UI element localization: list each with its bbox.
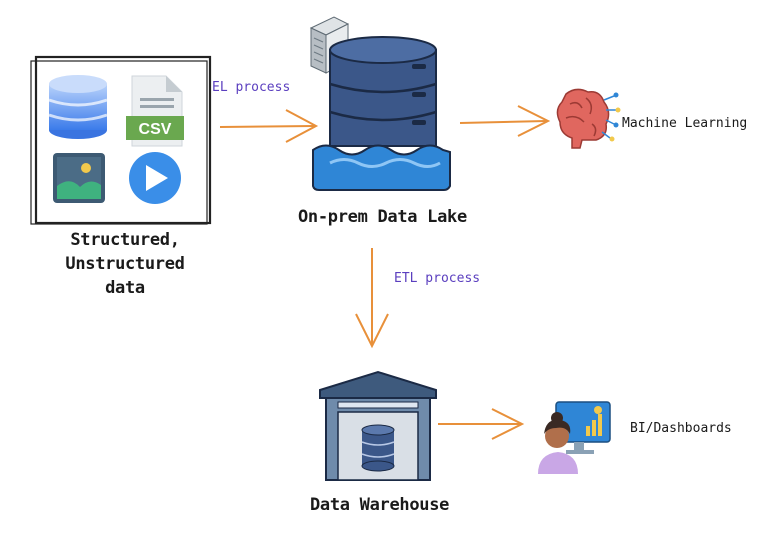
bi-dashboards-node: [538, 401, 611, 474]
data-lake-label: On-prem Data Lake: [298, 207, 467, 227]
video-play-icon: [129, 152, 181, 204]
arrow-lake-to-warehouse: [355, 248, 389, 349]
arrow-lake-to-ml: [459, 105, 551, 137]
machine-learning-node: [556, 88, 621, 149]
sources-label-line-1: Structured,: [70, 230, 180, 250]
sources-node: CSV: [30, 55, 212, 225]
csv-file-icon: CSV: [126, 75, 184, 147]
arrow-warehouse-to-bi: [438, 408, 525, 440]
image-icon: [53, 153, 105, 203]
database-icon: [48, 75, 108, 139]
sources-label-line-2: Unstructured: [65, 254, 185, 274]
data-warehouse-node: [319, 370, 437, 481]
data-lake-node: [309, 16, 451, 191]
machine-learning-label: Machine Learning: [622, 116, 748, 131]
arrow-sources-to-lake: [219, 109, 319, 143]
sources-label-line-3: data: [105, 278, 145, 298]
csv-label: CSV: [139, 121, 172, 138]
data-lake-icon: [312, 36, 451, 191]
sources-label: Structured, Unstructured data: [60, 228, 190, 300]
brain-icon: [556, 88, 621, 149]
etl-process-label: ETL process: [394, 271, 481, 286]
bi-dashboards-label: BI/Dashboards: [630, 421, 732, 436]
data-warehouse-label: Data Warehouse: [310, 495, 450, 515]
warehouse-icon: [319, 370, 437, 481]
el-process-label: EL process: [212, 80, 291, 95]
dashboard-person-icon: [538, 401, 611, 474]
